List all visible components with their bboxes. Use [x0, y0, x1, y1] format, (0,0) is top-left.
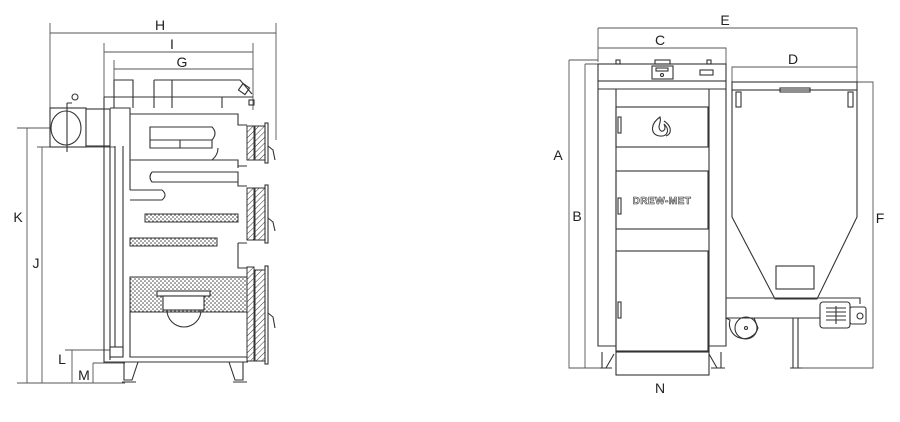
upper-door: [615, 106, 709, 148]
ash-door: [615, 250, 709, 352]
middle-door: [615, 170, 709, 230]
dim-label-m: M: [78, 367, 90, 383]
boiler-front: DREW-MET: [597, 59, 727, 376]
dim-label-n: N: [655, 380, 665, 396]
motor-icon: [819, 301, 851, 329]
dim-label-g: G: [177, 54, 188, 70]
flue-outlet: [49, 93, 111, 152]
dim-label-a: A: [553, 147, 563, 163]
boiler-body-section: [103, 79, 255, 363]
dim-label-j: J: [33, 255, 40, 271]
legs: [122, 361, 247, 383]
front-doors-side: [246, 122, 276, 365]
auger-feeder: [725, 297, 867, 369]
side-view: H I G K J L M: [13, 17, 277, 384]
front-view: E C D A B F N DREW-MET: [553, 12, 884, 396]
controller-display: [651, 65, 674, 80]
dim-label-l: L: [58, 351, 66, 367]
door-handle-icon: [267, 145, 276, 329]
dim-label-f: F: [876, 210, 885, 226]
dim-label-i: I: [170, 36, 174, 52]
dimension-lines: [568, 27, 874, 369]
dimension-lines: [17, 23, 277, 384]
dim-label-h: H: [155, 17, 165, 33]
flame-icon: [651, 116, 671, 137]
dim-label-k: K: [13, 209, 23, 225]
dim-label-e: E: [720, 12, 729, 28]
dim-label-c: C: [655, 32, 665, 48]
ash-pan: [615, 351, 710, 376]
brand-label: DREW-MET: [633, 196, 692, 207]
dim-label-d: D: [788, 51, 798, 67]
fuel-hopper: [731, 81, 858, 300]
dim-label-b: B: [572, 208, 581, 224]
